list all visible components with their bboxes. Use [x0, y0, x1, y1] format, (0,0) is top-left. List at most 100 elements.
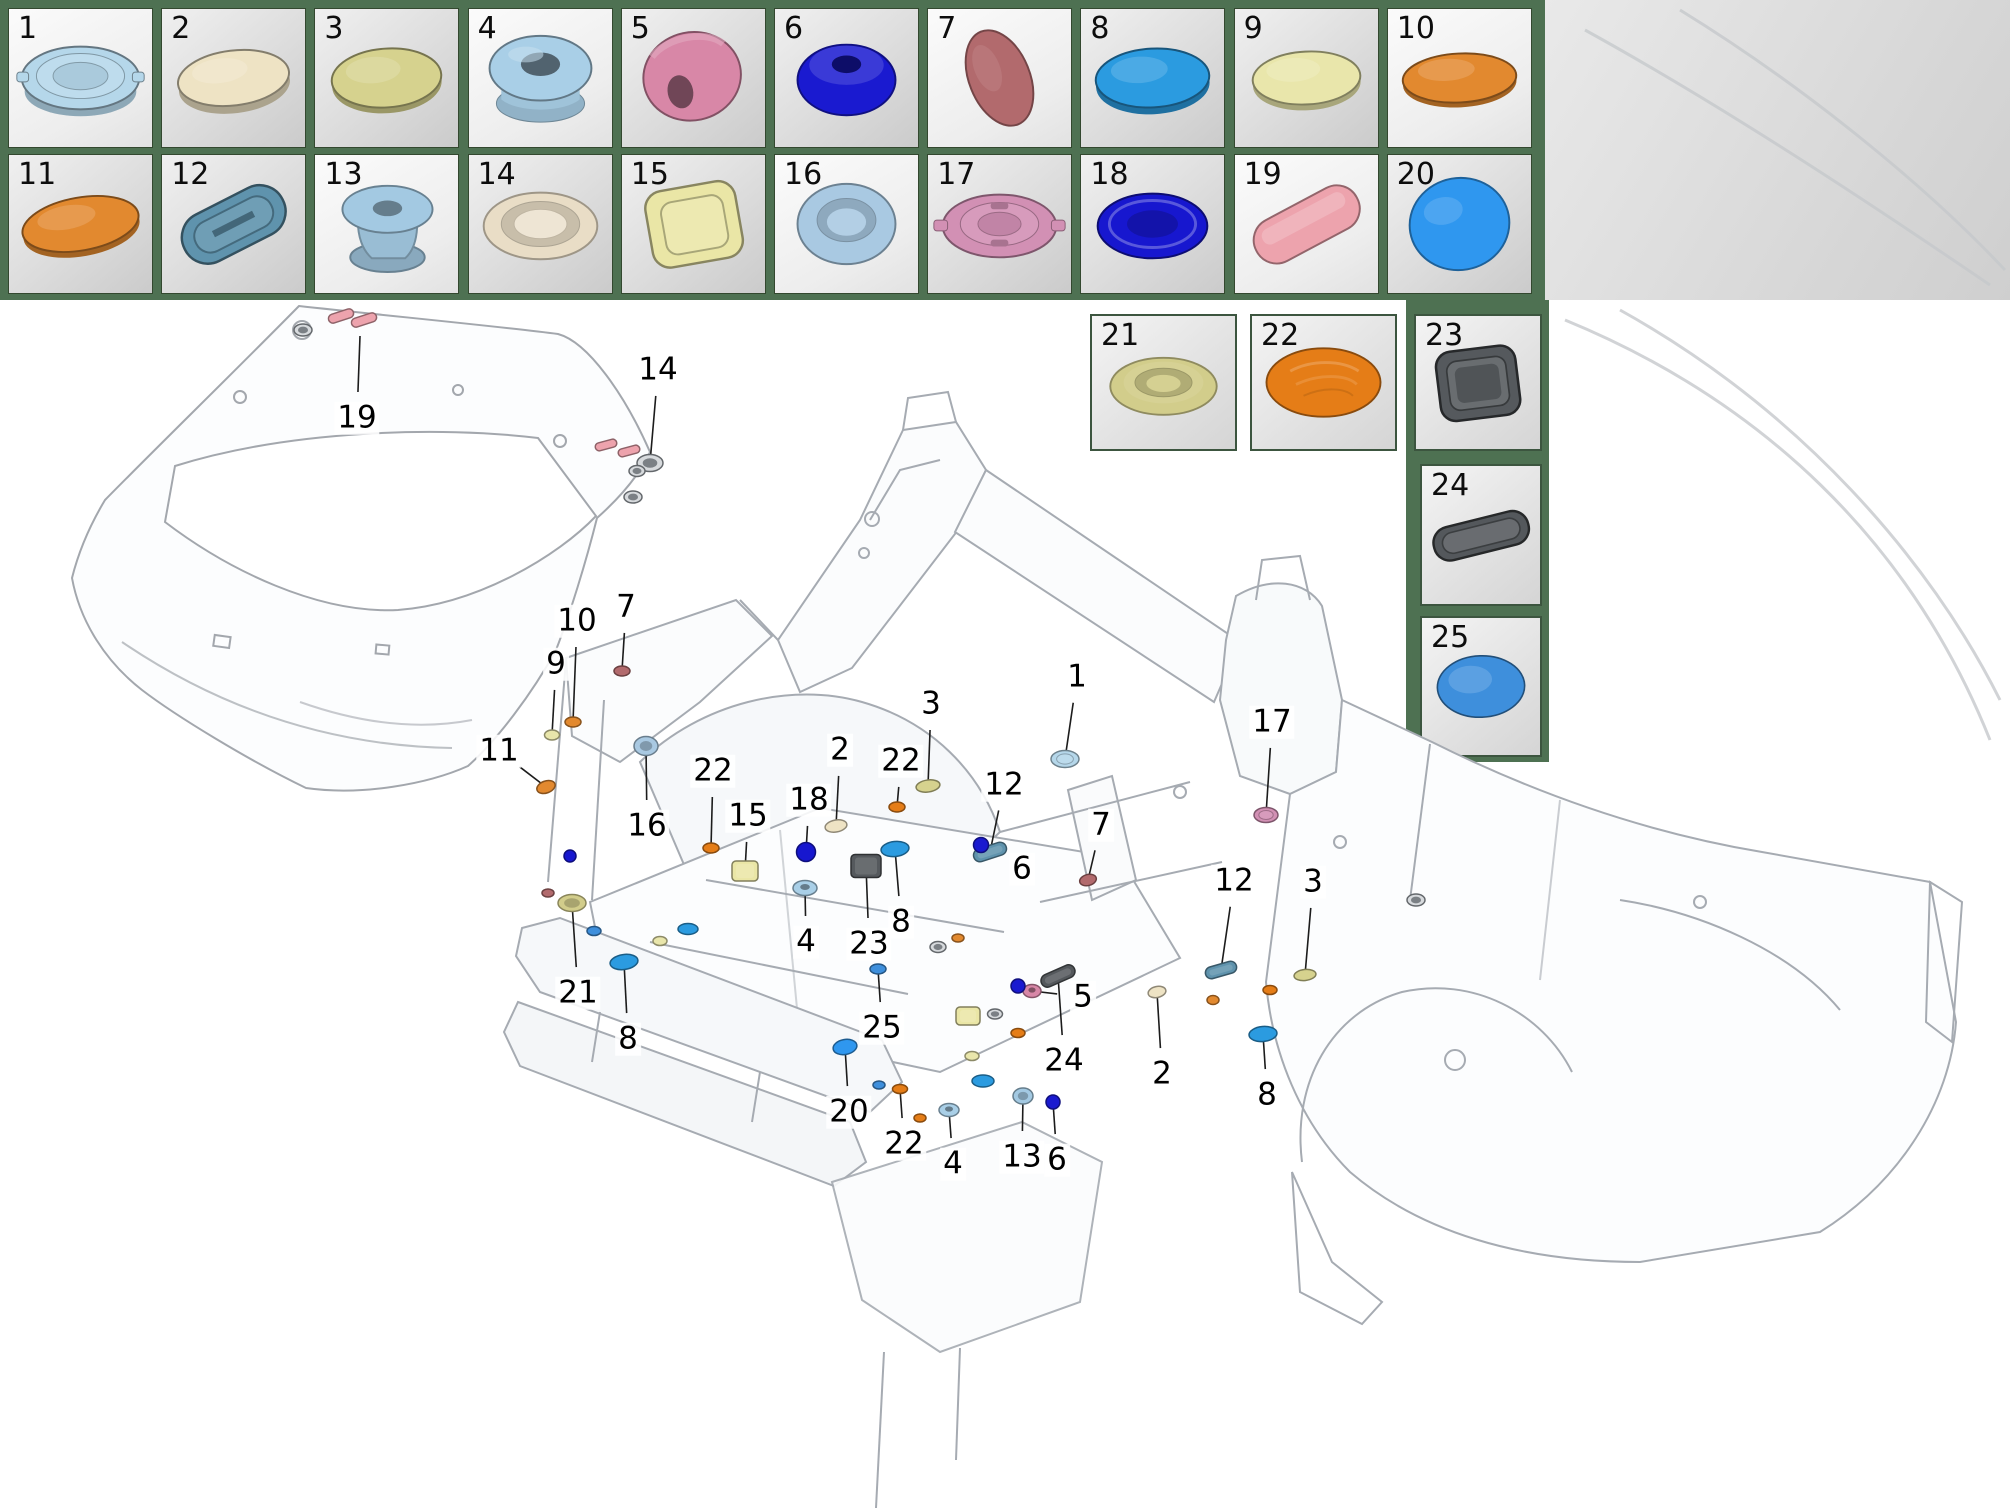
callout-label-22: 22	[878, 745, 924, 778]
part-cell-17[interactable]: 17	[927, 154, 1073, 294]
part-thumbnail-7	[964, 29, 1035, 127]
part-thumbnail-1	[16, 45, 145, 117]
part-number: 22	[1261, 318, 1300, 353]
part-number: 18	[1090, 157, 1129, 192]
part-cell-14[interactable]: 14	[467, 154, 613, 294]
part-cell-1[interactable]: 1	[8, 8, 153, 148]
part-number: 9	[1243, 11, 1263, 46]
part-thumbnail-14	[482, 191, 598, 261]
part-cell-2[interactable]: 2	[161, 8, 307, 148]
part-number: 15	[630, 157, 669, 192]
part-thumbnail-2	[177, 48, 291, 114]
callout-label-4: 4	[940, 1148, 966, 1181]
callout-label-22: 22	[690, 755, 736, 788]
callout-label-2: 2	[1149, 1058, 1175, 1091]
part-number: 16	[784, 157, 823, 192]
callout-label-5: 5	[1070, 981, 1096, 1014]
part-cell-6[interactable]: 6	[774, 8, 919, 148]
part-number: 5	[630, 11, 650, 46]
part-thumbnail-24	[1432, 509, 1531, 562]
callout-leader-lines	[357, 335, 1312, 1139]
callout-label-18: 18	[786, 784, 832, 817]
part-cell-5[interactable]: 5	[620, 8, 766, 148]
callout-label-15: 15	[725, 800, 771, 833]
callout-label-13: 13	[999, 1141, 1045, 1174]
callout-label-17: 17	[1249, 706, 1295, 739]
callout-label-6: 6	[1044, 1144, 1070, 1177]
part-cell-9[interactable]: 9	[1233, 8, 1379, 148]
part-number: 14	[477, 157, 516, 192]
part-cell-15[interactable]: 15	[620, 154, 766, 294]
part-cell-8[interactable]: 8	[1080, 8, 1226, 148]
callout-label-14: 14	[635, 354, 681, 387]
callout-label-12: 12	[1211, 865, 1257, 898]
tailgate-line-art	[70, 304, 652, 792]
part-cell-12[interactable]: 12	[161, 154, 307, 294]
part-number: 21	[1101, 318, 1140, 353]
callout-label-8: 8	[1254, 1079, 1280, 1112]
part-cell-20[interactable]: 20	[1386, 154, 1532, 294]
part-number: 24	[1431, 468, 1470, 503]
part-thumbnail-4	[488, 34, 593, 123]
part-thumbnail-17	[933, 193, 1066, 259]
part-thumbnail-12	[180, 183, 288, 265]
callout-label-25: 25	[859, 1012, 905, 1045]
callout-label-4: 4	[793, 926, 819, 959]
part-number: 2	[171, 11, 191, 46]
part-thumbnail-6	[796, 43, 897, 117]
callout-label-3: 3	[918, 688, 944, 721]
part-cell-4[interactable]: 4	[467, 8, 613, 148]
callout-label-8: 8	[615, 1023, 641, 1056]
part-cell-21[interactable]: 21	[1090, 314, 1237, 451]
part-number: 17	[937, 157, 976, 192]
part-number: 25	[1431, 620, 1470, 655]
callout-label-8: 8	[888, 906, 914, 939]
callout-label-11: 11	[476, 735, 522, 768]
callout-label-7: 7	[1088, 809, 1114, 842]
part-cell-19[interactable]: 19	[1233, 154, 1379, 294]
part-number: 1	[18, 11, 38, 46]
part-thumbnail-11	[21, 195, 140, 258]
part-number: 6	[784, 11, 804, 46]
callout-label-23: 23	[846, 928, 892, 961]
part-number: 10	[1396, 11, 1435, 46]
part-cell-24[interactable]: 24	[1420, 464, 1542, 606]
part-cell-23[interactable]: 23	[1414, 314, 1542, 451]
part-thumbnail-18	[1097, 192, 1209, 260]
part-cell-18[interactable]: 18	[1080, 154, 1226, 294]
part-thumbnail-8	[1095, 47, 1211, 115]
part-cell-3[interactable]: 3	[314, 8, 460, 148]
part-cell-22[interactable]: 22	[1250, 314, 1397, 451]
callout-label-9: 9	[543, 648, 569, 681]
part-number: 3	[324, 11, 344, 46]
callout-label-7: 7	[613, 591, 639, 624]
body-structure-line-art	[502, 390, 1964, 1508]
part-thumbnail-20	[1408, 176, 1511, 272]
part-thumbnail-19	[1252, 184, 1361, 265]
callout-label-6: 6	[1009, 853, 1035, 886]
callout-label-19: 19	[334, 402, 380, 435]
part-thumbnail-22	[1265, 347, 1382, 418]
part-cell-7[interactable]: 7	[927, 8, 1073, 148]
part-cell-11[interactable]: 11	[8, 154, 153, 294]
callout-label-3: 3	[1300, 866, 1326, 899]
part-number: 23	[1425, 318, 1464, 353]
part-number: 13	[324, 157, 363, 192]
part-thumbnail-5	[642, 31, 742, 122]
part-cell-25[interactable]: 25	[1420, 616, 1542, 757]
part-number: 19	[1243, 157, 1282, 192]
part-thumbnail-16	[796, 182, 897, 266]
part-number: 8	[1090, 11, 1110, 46]
callout-label-24: 24	[1041, 1045, 1087, 1078]
callout-label-2: 2	[827, 734, 853, 767]
part-number: 12	[171, 157, 210, 192]
callout-label-16: 16	[624, 810, 670, 843]
part-thumbnail-10	[1401, 52, 1518, 108]
part-cell-16[interactable]: 16	[774, 154, 919, 294]
part-cell-10[interactable]: 10	[1386, 8, 1532, 148]
part-cell-13[interactable]: 13	[314, 154, 460, 294]
part-number: 11	[18, 157, 57, 192]
band-right-panel	[1545, 0, 2010, 300]
part-number: 20	[1396, 157, 1435, 192]
